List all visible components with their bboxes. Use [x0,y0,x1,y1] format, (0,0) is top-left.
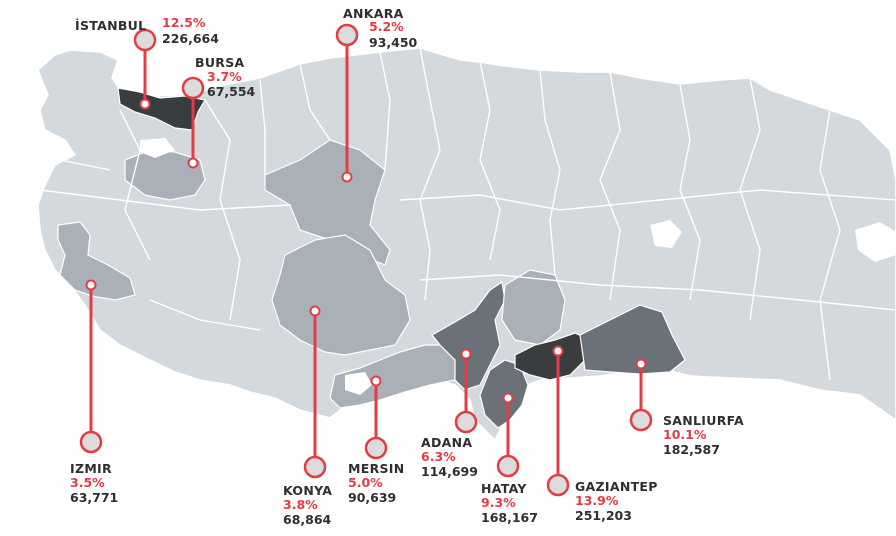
city-percentage: 9.3% [481,495,516,511]
city-name: ANKARA [343,6,404,21]
city-percentage: 3.8% [283,497,318,513]
location-dot-konya [309,305,321,317]
marker-circle-bursa [181,76,205,100]
city-value: 68,864 [283,511,332,527]
marker-circle-izmir [79,430,103,454]
city-name: İSTANBUL [75,18,147,33]
city-name: SANLIURFA [663,413,745,428]
location-dot-bursa [187,157,199,169]
city-value: 226,664 [162,31,219,46]
city-percentage: 3.5% [70,475,105,491]
location-dot-sanliurfa [635,358,647,370]
leader-lines [79,23,653,497]
province-adana [431,280,506,391]
lake-tuz [650,220,682,248]
marker-circle-mersin [364,436,388,460]
location-dot-hatay [502,392,514,404]
location-dot-gaziantep [552,345,564,357]
city-percentage: 3.7% [207,69,242,85]
city-percentage: 12.5% [162,15,206,30]
province-borders [39,47,896,381]
province-hatay [479,359,529,429]
city-value: 90,639 [348,489,397,505]
city-percentage: 5.2% [369,19,404,34]
city-name: GAZIANTEP [575,479,658,494]
location-dot-mersin [370,375,382,387]
province-ankara [264,139,391,266]
city-name: ADANA [421,435,473,450]
city-value: 182,587 [663,441,720,457]
province-osmaniye-region [501,269,566,346]
city-value: 93,450 [369,35,418,50]
province-istanbul [117,87,206,131]
province-izmir [57,221,136,301]
city-value: 67,554 [207,83,256,99]
city-name: IZMIR [70,461,112,476]
city-value: 114,699 [421,463,478,479]
city-name: HATAY [481,481,527,496]
lake-van [855,222,896,262]
city-name: KONYA [283,483,333,498]
province-konya [271,234,411,356]
city-percentage: 13.9% [575,493,619,509]
province-sanliurfa [579,304,686,375]
marker-circle-ankara [335,23,359,47]
city-percentage: 10.1% [663,427,707,443]
city-percentage: 5.0% [348,475,383,491]
city-name: BURSA [195,55,245,70]
location-dot-ankara [341,171,353,183]
marker-circle-konya [303,455,327,479]
city-percentage: 6.3% [421,449,456,465]
north-sea-inlet [140,138,175,158]
location-dot-izmir [85,279,97,291]
city-value: 168,167 [481,509,538,525]
marker-circle-sanliurfa [629,408,653,432]
marker-circle-adana [454,410,478,434]
location-dot-adana [460,348,472,360]
lake-salt [345,372,372,395]
city-name: MERSIN [348,461,405,476]
city-label-istanbul: İSTANBUL 12.5%226,664 [75,15,219,46]
marker-circle-istanbul [133,28,157,52]
location-dot-istanbul [139,98,151,110]
city-value: 251,203 [575,507,632,523]
city-value: 63,771 [70,489,119,505]
marker-circle-hatay [496,454,520,478]
marker-circle-gaziantep [546,473,570,497]
